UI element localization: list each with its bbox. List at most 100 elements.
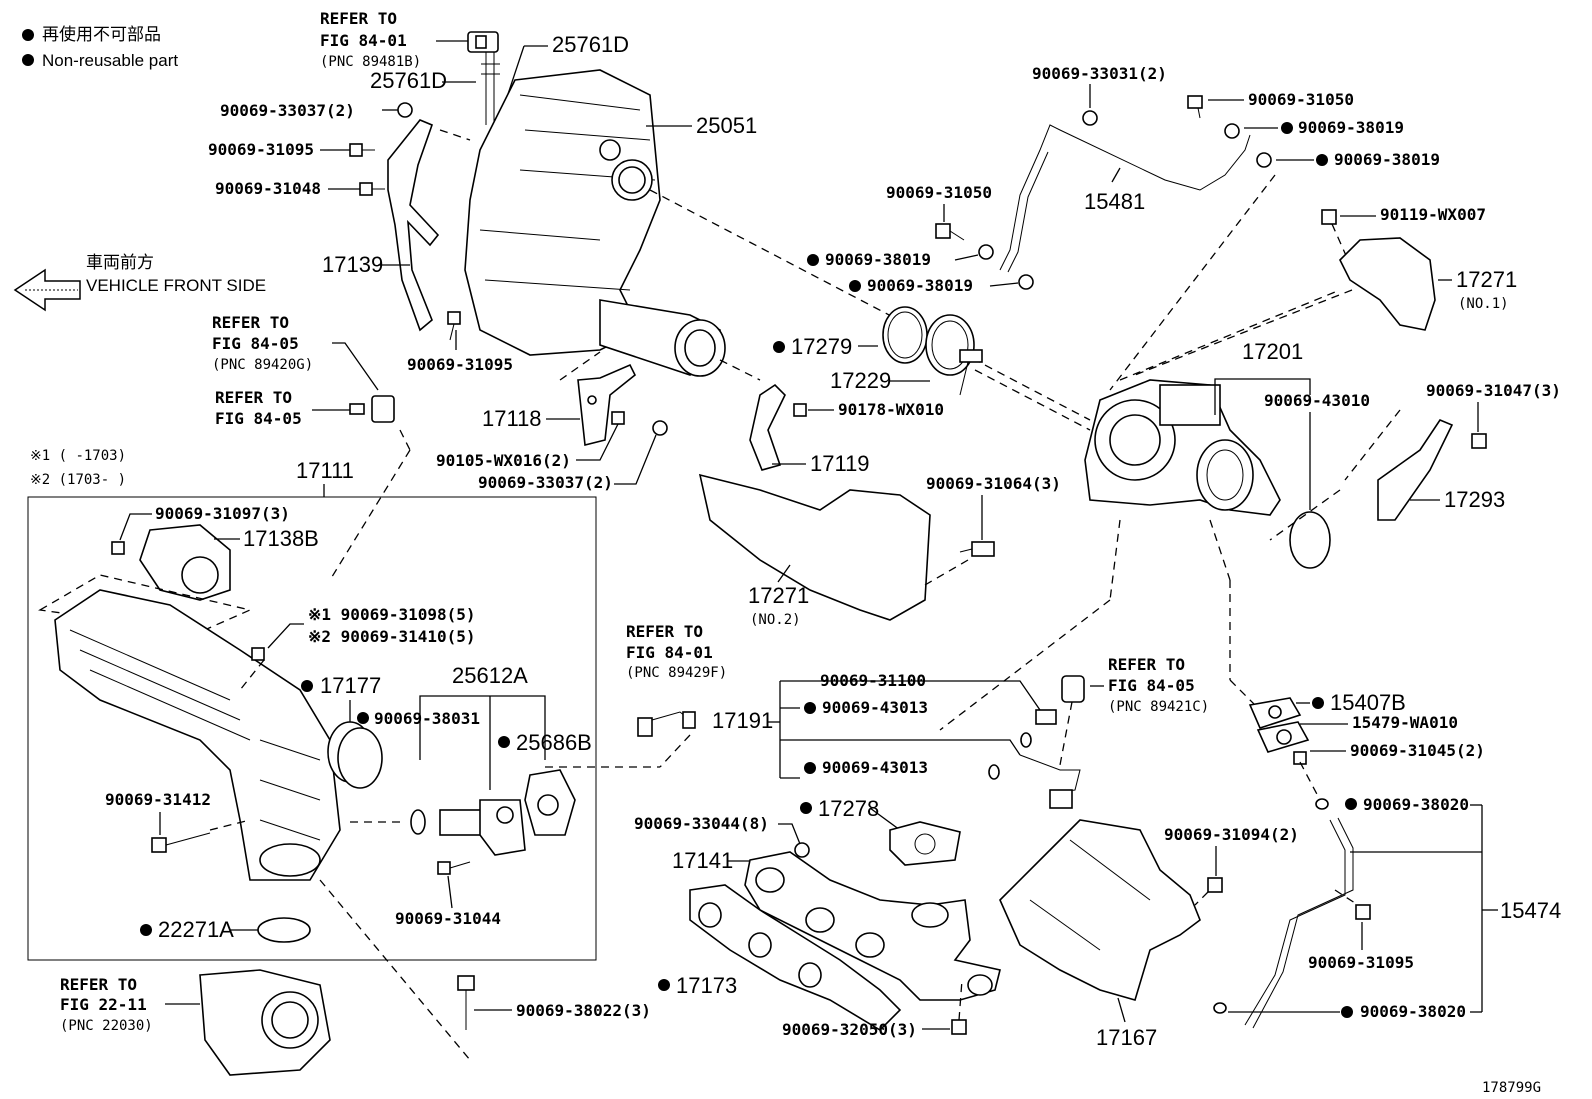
label-31048[interactable]: 90069-31048 [215,179,321,198]
label-17271-1[interactable]: 17271 [1456,267,1517,292]
refer-pnc: (PNC 89429F) [626,665,727,681]
nut-icon [794,842,810,858]
label-31094[interactable]: 90069-31094(2) [1164,825,1299,844]
label-31044[interactable]: 90069-31044 [395,909,501,928]
label-15481[interactable]: 15481 [1084,189,1145,214]
figure-reference: 178799G [1482,1080,1541,1096]
sensor-connector [637,711,696,737]
label-38022[interactable]: 90069-38022(3) [516,1001,651,1020]
refer-line2[interactable]: FIG 84-05 [1108,676,1195,695]
label-17293[interactable]: 17293 [1444,487,1505,512]
label-25051[interactable]: 25051 [696,113,757,138]
label-33037-b[interactable]: 90069-33037(2) [478,473,613,492]
label-31095-c[interactable]: 90069-31095 [1308,953,1414,972]
label-17173[interactable]: 17173 [676,973,737,998]
label-31097[interactable]: 90069-31097(3) [155,504,290,523]
label-17118[interactable]: 17118 [482,406,542,431]
label-15474[interactable]: 15474 [1500,898,1561,923]
label-17138b[interactable]: 17138B [243,526,319,551]
label-17119[interactable]: 17119 [810,451,870,476]
label-31095-a[interactable]: 90069-31095 [208,140,314,159]
label-wa010[interactable]: 15479-WA010 [1352,713,1458,732]
heat-insulator-17167 [999,819,1201,1001]
label-38019-a[interactable]: 90069-38019 [1298,118,1404,137]
non-reusable-marker [1345,798,1357,810]
label-17201[interactable]: 17201 [1242,339,1303,364]
label-31047[interactable]: 90069-31047(3) [1426,381,1561,400]
non-reusable-marker [773,341,785,353]
refer-line1[interactable]: REFER TO [60,975,137,994]
bolt-icon [437,861,471,875]
label-31045[interactable]: 90069-31045(2) [1350,741,1485,760]
label-38020-a[interactable]: 90069-38020 [1363,795,1469,814]
label-17271-2[interactable]: 17271 [748,583,809,608]
label-38031[interactable]: 90069-38031 [374,709,480,728]
label-17167[interactable]: 17167 [1096,1025,1157,1050]
bolt-icon [457,975,475,1030]
non-reusable-marker [804,762,816,774]
label-17279[interactable]: 17279 [791,334,852,359]
bolt-icon [793,403,807,417]
label-31412[interactable]: 90069-31412 [105,790,211,809]
non-reusable-marker [22,29,34,41]
temperature-sensor [1019,754,1081,809]
label-33037-a[interactable]: 90069-33037(2) [220,101,355,120]
label-17229[interactable]: 17229 [830,368,891,393]
label-32050[interactable]: 90069-32050(3) [782,1020,917,1039]
label-wx010[interactable]: 90178-WX010 [838,400,944,419]
refer-line2[interactable]: FIG 84-01 [626,643,713,662]
label-38019-d[interactable]: 90069-38019 [867,276,973,295]
label-17177[interactable]: 17177 [320,673,381,698]
label-wx016[interactable]: 90105-WX016(2) [436,451,571,470]
egr-valve [439,799,526,856]
sensor-icon [1061,675,1085,703]
refer-line2[interactable]: FIG 22-11 [60,995,147,1014]
refer-line2[interactable]: FIG 84-05 [215,409,302,428]
oil-return-pipe-15474 [1244,819,1346,1026]
label-31098[interactable]: ※1 90069-31098(5) [308,605,476,624]
label-31095-b[interactable]: 90069-31095 [407,355,513,374]
non-reusable-marker [804,702,816,714]
label-22271a[interactable]: 22271A [158,917,234,942]
label-17111[interactable]: 17111 [296,458,354,483]
label-15407b[interactable]: 15407B [1330,690,1406,715]
refer-line1[interactable]: REFER TO [320,9,397,28]
label-33031[interactable]: 90069-33031(2) [1032,64,1167,83]
label-25612a[interactable]: 25612A [452,663,528,688]
refer-line2[interactable]: FIG 84-05 [212,334,299,353]
non-reusable-marker [1312,697,1324,709]
nut-icon [397,102,413,118]
refer-line1[interactable]: REFER TO [215,388,292,407]
refer-line1[interactable]: REFER TO [212,313,289,332]
heat-insulator-17271-no2 [698,473,931,621]
label-17191[interactable]: 17191 [712,708,773,733]
label-31410[interactable]: ※2 90069-31410(5) [308,627,476,646]
label-43013-b[interactable]: 90069-43013 [822,758,928,777]
refer-line2[interactable]: FIG 84-01 [320,31,407,50]
label-17141[interactable]: 17141 [672,848,733,873]
label-25761d-b[interactable]: 25761D [370,68,447,93]
note-1: ※1 ( -1703) [30,448,126,464]
label-17278[interactable]: 17278 [818,796,879,821]
label-31064[interactable]: 90069-31064(3) [926,474,1061,493]
label-25686b[interactable]: 25686B [516,730,592,755]
label-43010[interactable]: 90069-43010 [1264,391,1370,410]
note-2: ※2 (1703- ) [30,472,126,488]
bolt-icon [251,647,265,661]
label-38019-c[interactable]: 90069-38019 [825,250,931,269]
label-33044[interactable]: 90069-33044(8) [634,814,769,833]
refer-line1[interactable]: REFER TO [626,622,703,641]
exhaust-manifold-17141 [744,851,1001,1001]
label-43013-a[interactable]: 90069-43013 [822,698,928,717]
refer-line1[interactable]: REFER TO [1108,655,1185,674]
bracket-17119 [749,383,786,471]
bolt-icon [1321,209,1337,225]
label-wx007[interactable]: 90119-WX007 [1380,205,1486,224]
label-25761d-a[interactable]: 25761D [552,32,629,57]
label-38020-b[interactable]: 90069-38020 [1360,1002,1466,1021]
label-38019-b[interactable]: 90069-38019 [1334,150,1440,169]
label-31050-a[interactable]: 90069-31050 [1248,90,1354,109]
bolt-icon [611,411,625,425]
label-31050-b[interactable]: 90069-31050 [886,183,992,202]
label-17139[interactable]: 17139 [322,252,383,277]
